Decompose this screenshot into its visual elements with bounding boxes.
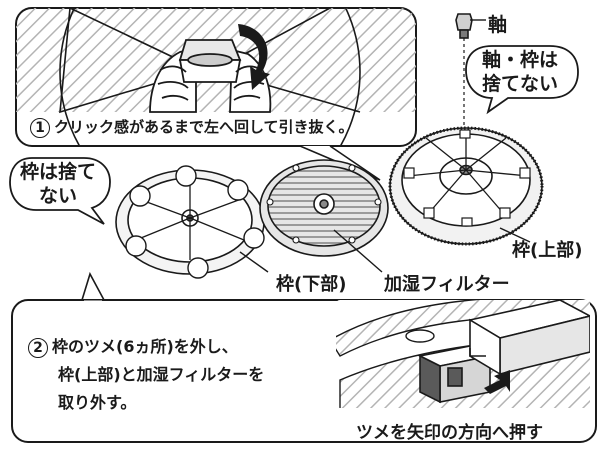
frame-lower-label: 枠(下部) — [276, 274, 347, 295]
step1-callout — [15, 7, 417, 147]
tab-detail-inset — [336, 300, 590, 408]
keep-bubble-upper — [465, 45, 579, 115]
step2-line2: 枠(上部)と加湿フィルターを — [58, 365, 265, 384]
frame-upper-label: 枠(上部) — [512, 240, 583, 261]
step2-line3: 取り外す。 — [58, 393, 137, 412]
step1-number: 1 — [30, 117, 50, 138]
step2-number: 2 — [28, 337, 48, 358]
frame-keep-label: 枠は捨てない — [19, 161, 96, 207]
shaft-frame-keep-label: 軸・枠は捨てない — [481, 49, 558, 95]
step2-line1: 枠のツメ(6ヵ所)を外し、 — [52, 337, 238, 356]
frame-lower — [115, 165, 269, 279]
filter-label: 加湿フィルター — [384, 274, 510, 295]
keep-bubble-left — [9, 157, 111, 225]
frame-upper — [388, 126, 544, 246]
tab-push-label: ツメを矢印の方向へ押す — [356, 423, 543, 443]
humidifier-filter — [259, 159, 389, 273]
shaft-label: 軸 — [488, 14, 508, 36]
step1-text: クリック感があるまで左へ回して引き抜く。 — [54, 118, 354, 136]
